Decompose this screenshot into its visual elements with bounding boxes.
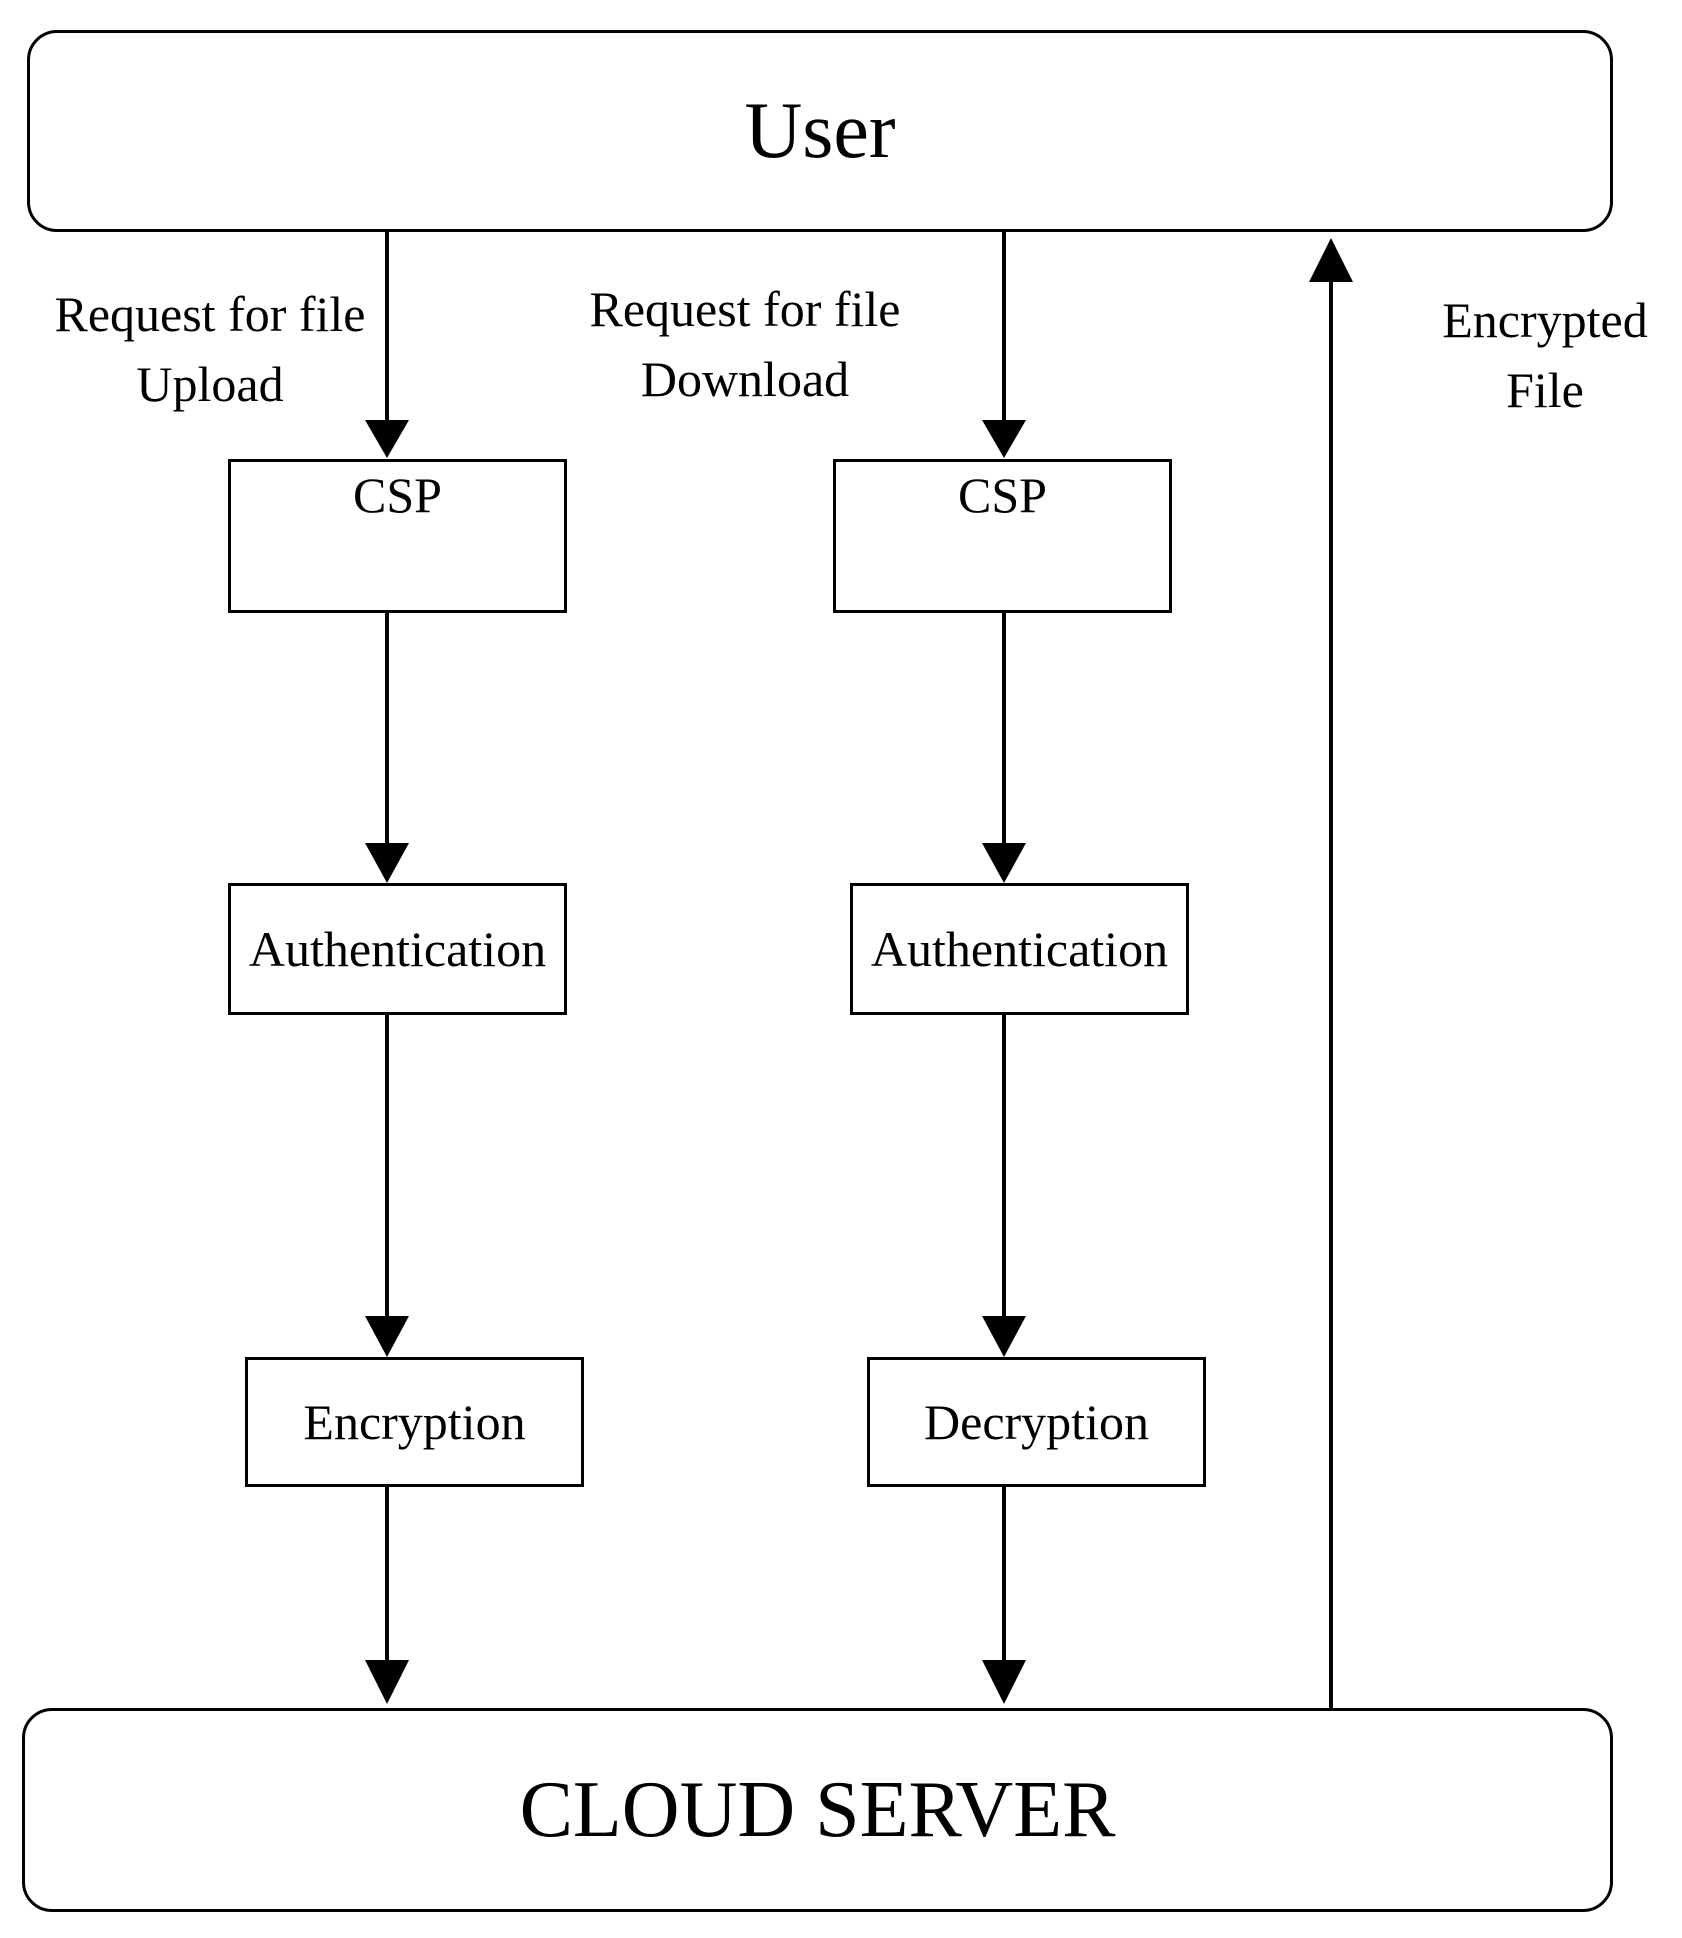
download-authentication-label: Authentication xyxy=(870,921,1169,977)
arrowhead-upload-csp xyxy=(365,420,409,458)
upload-csp-box: CSP xyxy=(228,459,567,613)
encryption-label: Encryption xyxy=(303,1394,526,1450)
encrypted-file-label: Encrypted File xyxy=(1420,285,1670,425)
download-authentication-box: Authentication xyxy=(850,883,1189,1015)
upload-request-line1: Request for file xyxy=(54,286,366,342)
arrowhead-download-authentication xyxy=(982,843,1026,883)
download-request-line1: Request for file xyxy=(589,281,901,337)
arrowhead-decryption xyxy=(982,1316,1026,1357)
download-request-label: Request for file Download xyxy=(560,274,930,414)
arrowhead-cloud-server-upload xyxy=(365,1660,409,1704)
upload-authentication-label: Authentication xyxy=(248,921,547,977)
download-request-line2: Download xyxy=(640,351,850,407)
user-label: User xyxy=(744,86,896,175)
encrypted-file-line1: Encrypted xyxy=(1442,292,1648,348)
arrowhead-encryption xyxy=(365,1316,409,1357)
arrowhead-cloud-server-download xyxy=(982,1660,1026,1704)
upload-csp-label: CSP xyxy=(353,467,442,523)
user-box: User xyxy=(27,30,1613,232)
decryption-box: Decryption xyxy=(867,1357,1206,1487)
download-csp-label: CSP xyxy=(958,467,1047,523)
upload-request-line2: Upload xyxy=(136,356,284,412)
download-csp-box: CSP xyxy=(833,459,1172,613)
arrowhead-upload-authentication xyxy=(365,843,409,883)
upload-request-label: Request for file Upload xyxy=(25,279,395,419)
arrowhead-download-csp xyxy=(982,420,1026,458)
encrypted-file-line2: File xyxy=(1506,362,1584,418)
arrowhead-user-return xyxy=(1309,238,1353,282)
upload-authentication-box: Authentication xyxy=(228,883,567,1015)
encryption-box: Encryption xyxy=(245,1357,584,1487)
decryption-label: Decryption xyxy=(924,1394,1149,1450)
cloud-server-box: CLOUD SERVER xyxy=(22,1708,1613,1912)
cloud-server-label: CLOUD SERVER xyxy=(519,1765,1116,1854)
